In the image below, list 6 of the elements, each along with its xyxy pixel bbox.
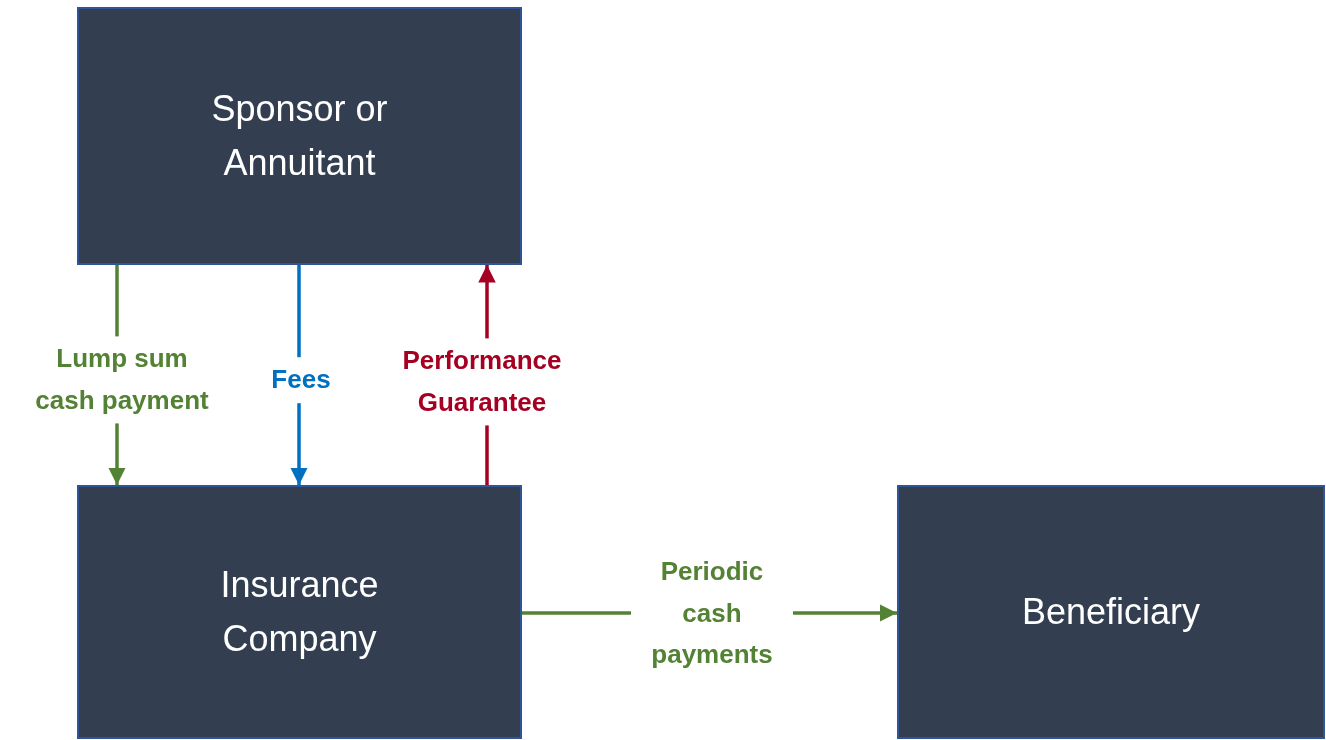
dark-box xyxy=(77,7,522,265)
dark-box xyxy=(77,485,522,739)
node-text: Beneficiary xyxy=(1021,590,1201,634)
node-text: Insurance Company xyxy=(219,563,380,661)
dark-box xyxy=(897,485,1325,739)
node-text: Sponsor or Annuitant xyxy=(210,87,389,185)
